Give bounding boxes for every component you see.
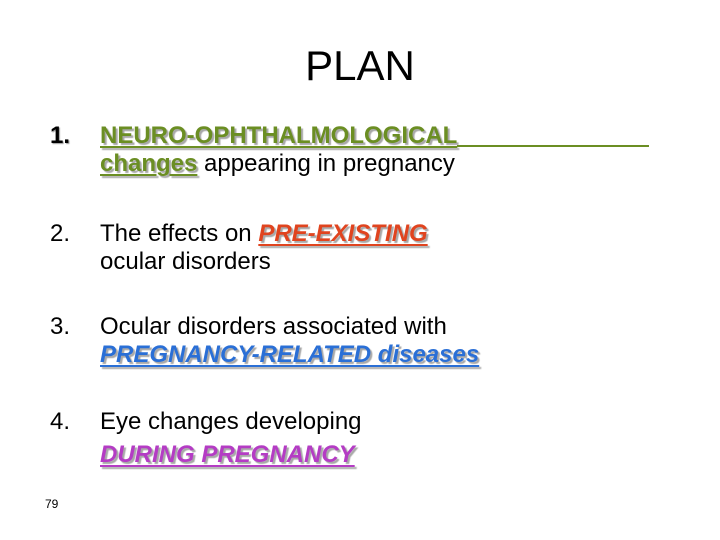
item-text-2: The effects on PRE-EXISTING ocular disor…	[100, 220, 428, 276]
page-number: 79	[45, 497, 59, 511]
item-2-prefix-text: The effects on	[100, 220, 259, 247]
item-number-3: 3.	[50, 313, 71, 340]
item-1-rest-text: appearing in pregnancy	[197, 150, 455, 177]
neuro-ophthalmological-emphasis: NEURO-OPHTHALMOLOGICAL	[100, 122, 458, 149]
item-text-3: Ocular disorders associated with PREGNAN…	[100, 313, 479, 369]
item-3-first-line: Ocular disorders associated with	[100, 313, 447, 340]
pre-existing-emphasis: PRE-EXISTING	[258, 220, 428, 247]
pregnancy-related-emphasis: PREGNANCY-RELATED diseases	[100, 341, 480, 368]
title-underline-extension	[457, 145, 650, 147]
slide-title: PLAN	[305, 42, 415, 89]
during-pregnancy-emphasis: DURING PREGNANCY	[100, 441, 355, 468]
item-2-second-line: ocular disorders	[100, 248, 271, 275]
changes-emphasis: changes	[100, 150, 198, 177]
item-text-4: Eye changes developing DURING PREGNANCY	[100, 408, 362, 469]
item-text-1: NEURO-OPHTHALMOLOGICAL changes appearing…	[100, 122, 650, 178]
item-4-first-line: Eye changes developing	[100, 408, 362, 435]
item-number-4: 4.	[50, 408, 71, 435]
item-number-1: 1.	[50, 122, 71, 149]
item-number-2: 2.	[50, 220, 71, 247]
